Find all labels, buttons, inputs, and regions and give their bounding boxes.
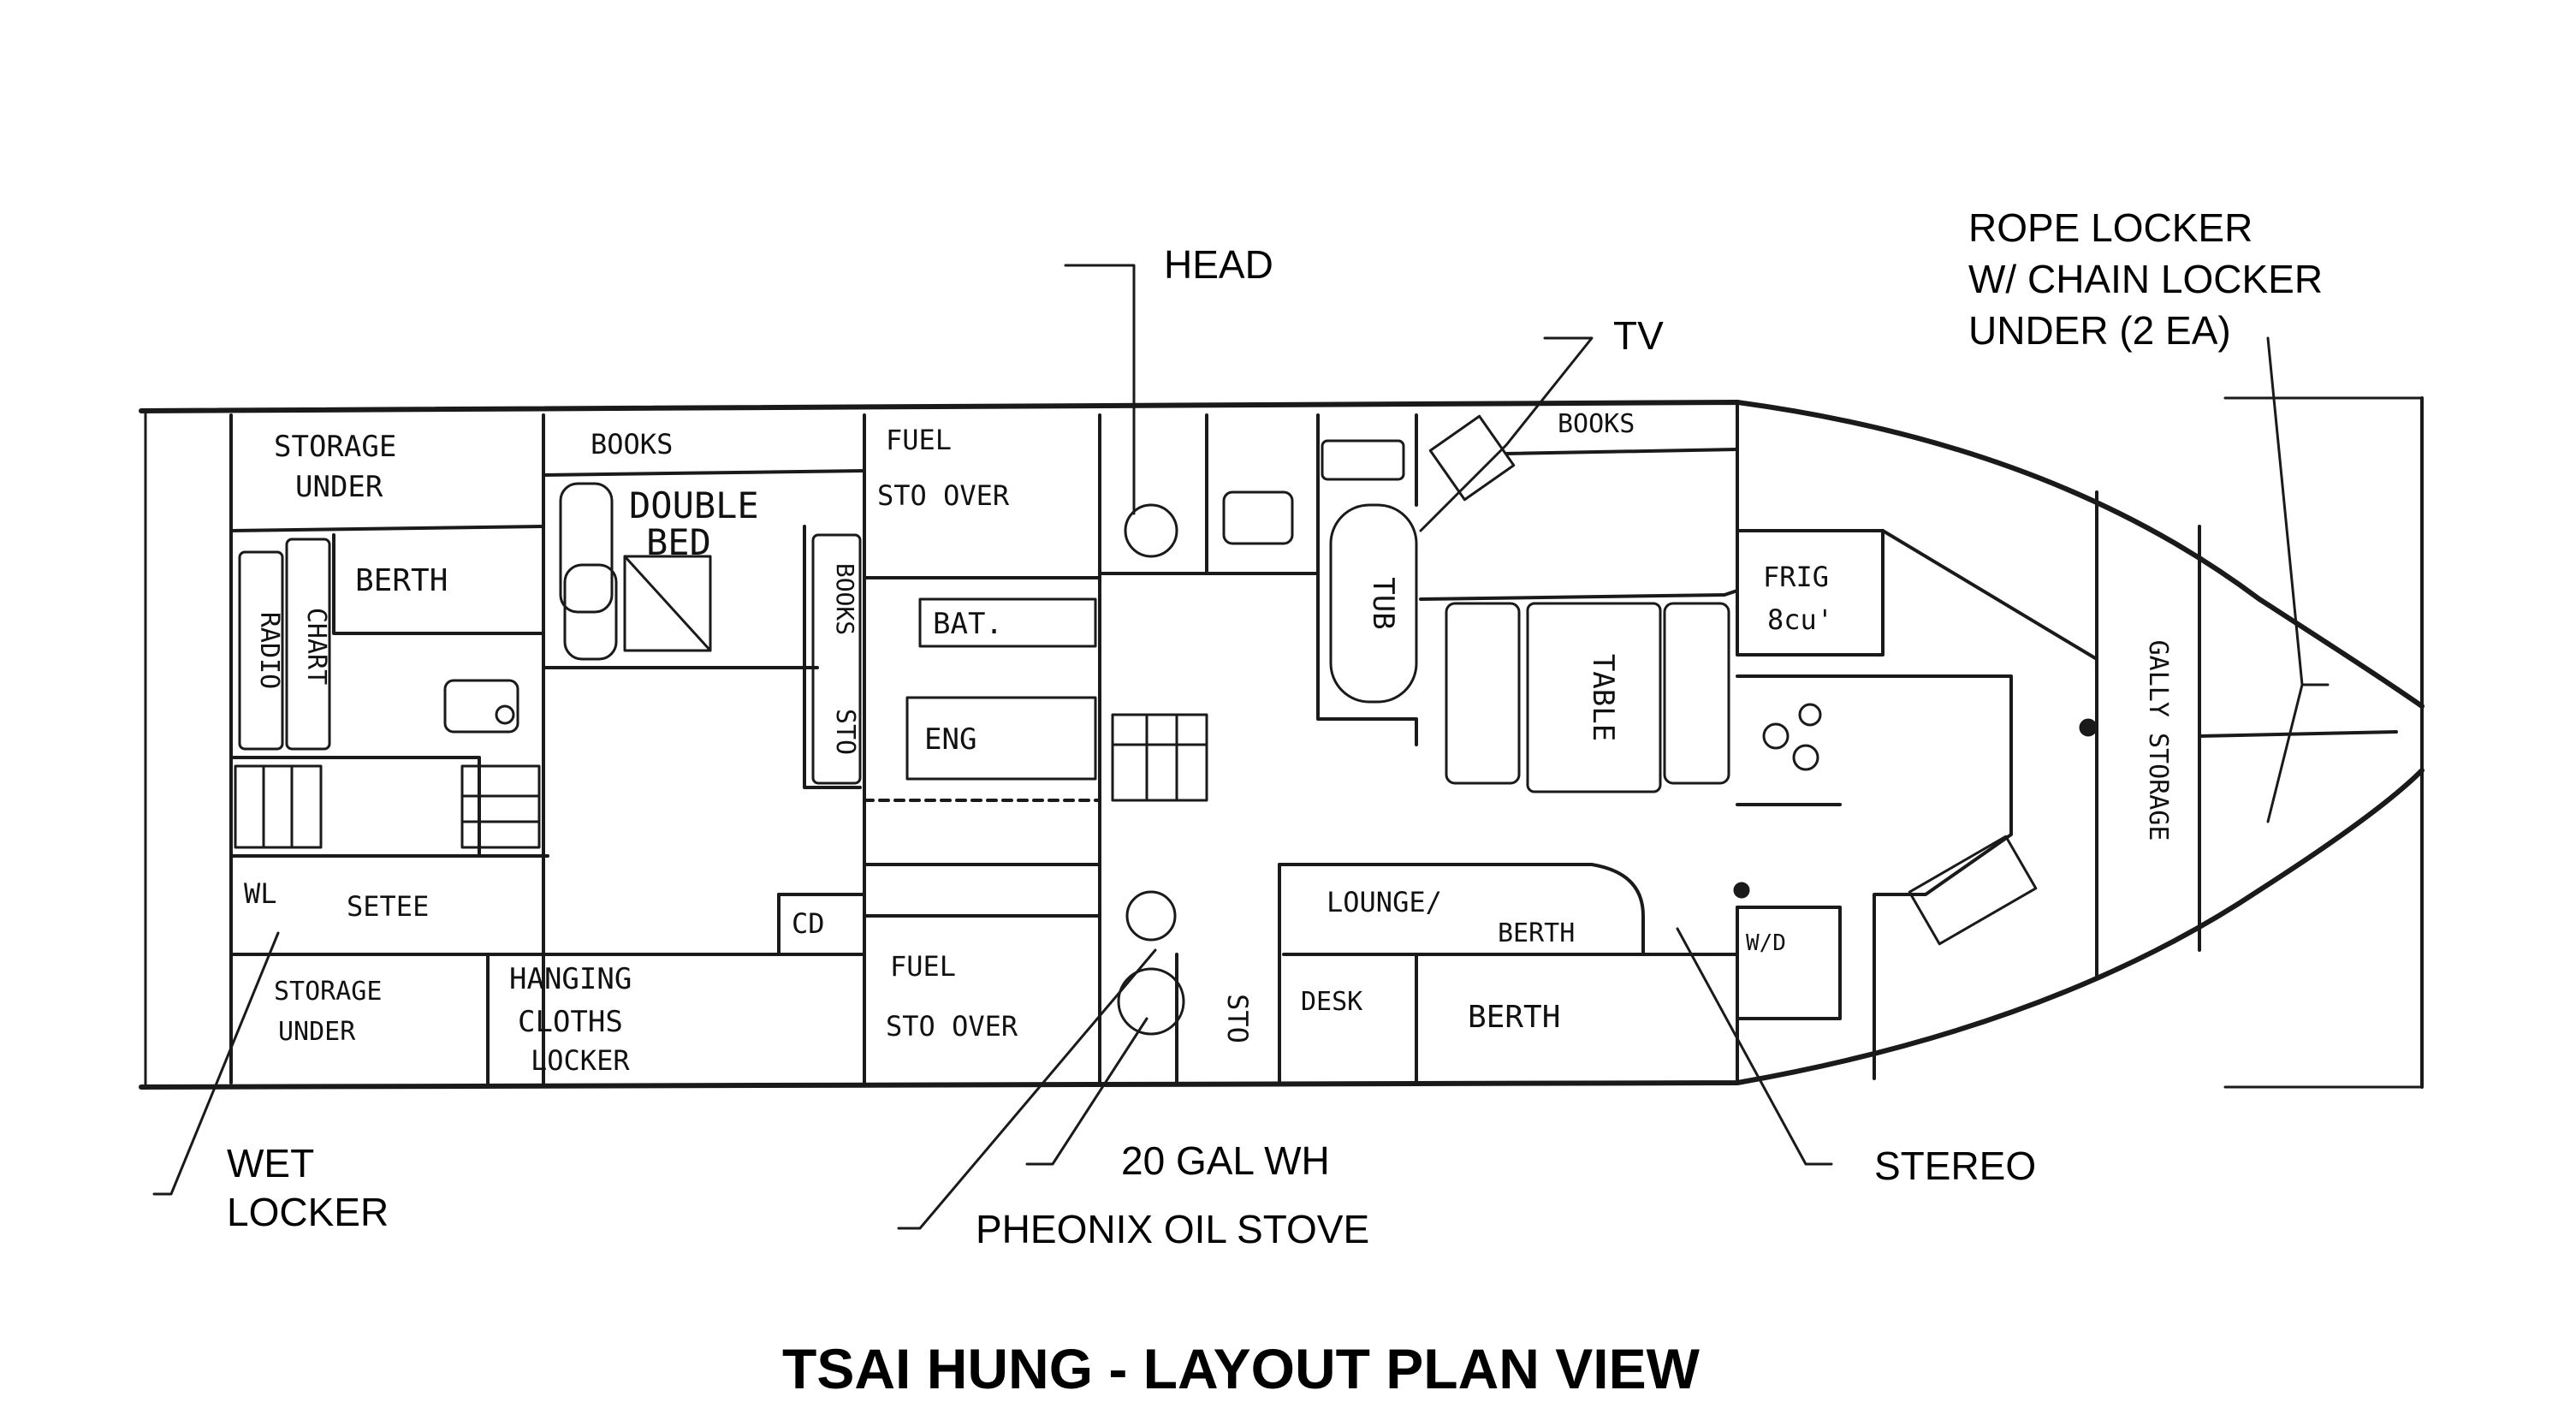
label-eng: ENG	[924, 722, 976, 757]
head-toilet-icon	[1124, 503, 1178, 558]
label-fuel-top-2: STO OVER	[877, 479, 1010, 512]
callout-wet-locker-line2: LOCKER	[227, 1190, 389, 1234]
label-hanging-1: HANGING	[509, 962, 632, 996]
label-sto-vertical: STO	[830, 709, 860, 755]
room-labels: STORAGE UNDER BOOKS DOUBLE BED BERTH RAD…	[244, 409, 2173, 1077]
callout-head: HEAD	[1164, 242, 1273, 287]
diagram-title: TSAI HUNG - LAYOUT PLAN VIEW	[782, 1337, 1701, 1400]
label-setee: SETEE	[347, 890, 429, 923]
label-fuel-bottom-1: FUEL	[890, 950, 956, 983]
water-heater-icon	[1125, 890, 1177, 942]
label-hanging-3: LOCKER	[531, 1044, 630, 1077]
label-storage-under-top-2: UNDER	[295, 470, 383, 504]
label-tub: TUB	[1366, 577, 1400, 629]
stair-step-3	[1111, 713, 1208, 802]
label-wl: WL	[244, 877, 277, 910]
label-storage-under-bottom-2: UNDER	[278, 1017, 356, 1047]
callout-water-heater: 20 GAL WH	[1121, 1138, 1330, 1183]
label-frig-2: 8cu'	[1767, 603, 1833, 636]
label-double-bed-1: DOUBLE	[629, 484, 759, 526]
callouts: HEAD TV ROPE LOCKER W/ CHAIN LOCKER UNDE…	[227, 205, 2323, 1251]
galley-counter-icon	[1908, 835, 2038, 946]
radio-cabinet	[238, 550, 284, 751]
label-table: TABLE	[1586, 654, 1620, 741]
oil-stove-icon	[1117, 967, 1185, 1036]
callout-oil-stove: PHEONIX OIL STOVE	[976, 1207, 1369, 1251]
label-berth-left: BERTH	[355, 563, 448, 598]
stair-step	[234, 764, 323, 849]
label-galley-storage: GALLY STORAGE	[2143, 640, 2173, 841]
callout-rope-locker-line3: UNDER (2 EA)	[1968, 308, 2231, 353]
label-double-bed-2: BED	[646, 521, 711, 563]
label-wd: W/D	[1746, 930, 1786, 956]
label-lounge-1: LOUNGE/	[1327, 886, 1442, 918]
bathtub-icon	[1329, 503, 1418, 704]
label-fuel-bottom-2: STO OVER	[886, 1010, 1018, 1043]
label-storage-under-bottom-1: STORAGE	[274, 977, 382, 1007]
label-cd: CD	[792, 907, 825, 940]
table-icon	[1526, 602, 1662, 793]
hull-outline	[139, 396, 2425, 1090]
label-books-top-right: BOOKS	[1558, 409, 1635, 439]
label-storage-under-top-1: STORAGE	[274, 430, 396, 464]
sink-left	[443, 679, 519, 734]
label-books-top-left: BOOKS	[591, 428, 673, 460]
label-bat: BAT.	[933, 607, 1003, 641]
callout-rope-locker-line1: ROPE LOCKER	[1968, 205, 2253, 250]
bookshelf-vertical	[811, 533, 862, 785]
callout-tv: TV	[1613, 313, 1664, 358]
label-frig-1: FRIG	[1763, 561, 1829, 593]
battery-box	[918, 597, 1097, 648]
interior-walls	[229, 401, 2398, 1084]
head-sink-icon	[1222, 490, 1294, 545]
label-desk: DESK	[1301, 987, 1362, 1017]
callout-leaders	[152, 264, 2330, 1230]
label-berth-bottom: BERTH	[1468, 1000, 1560, 1035]
callout-wet-locker-line1: WET	[227, 1141, 314, 1185]
label-hanging-2: CLOTHS	[518, 1005, 623, 1039]
label-chart: CHART	[301, 608, 331, 685]
fixtures	[234, 414, 2098, 1036]
label-fuel-top-1: FUEL	[886, 424, 952, 456]
engine-box	[905, 696, 1097, 781]
label-books-vertical: BOOKS	[831, 563, 859, 635]
label-radio: RADIO	[254, 612, 284, 689]
chart-table	[285, 538, 331, 751]
stair-step-2	[460, 764, 541, 849]
pillow-left	[559, 482, 614, 614]
stove-burner-icon	[1762, 722, 1790, 750]
callout-rope-locker-line2: W/ CHAIN LOCKER	[1968, 257, 2323, 301]
tv-icon	[1428, 414, 1516, 502]
callout-stereo: STEREO	[1874, 1144, 2036, 1188]
label-lounge-2: BERTH	[1498, 918, 1575, 948]
label-sto-bottom: STO	[1221, 994, 1254, 1043]
